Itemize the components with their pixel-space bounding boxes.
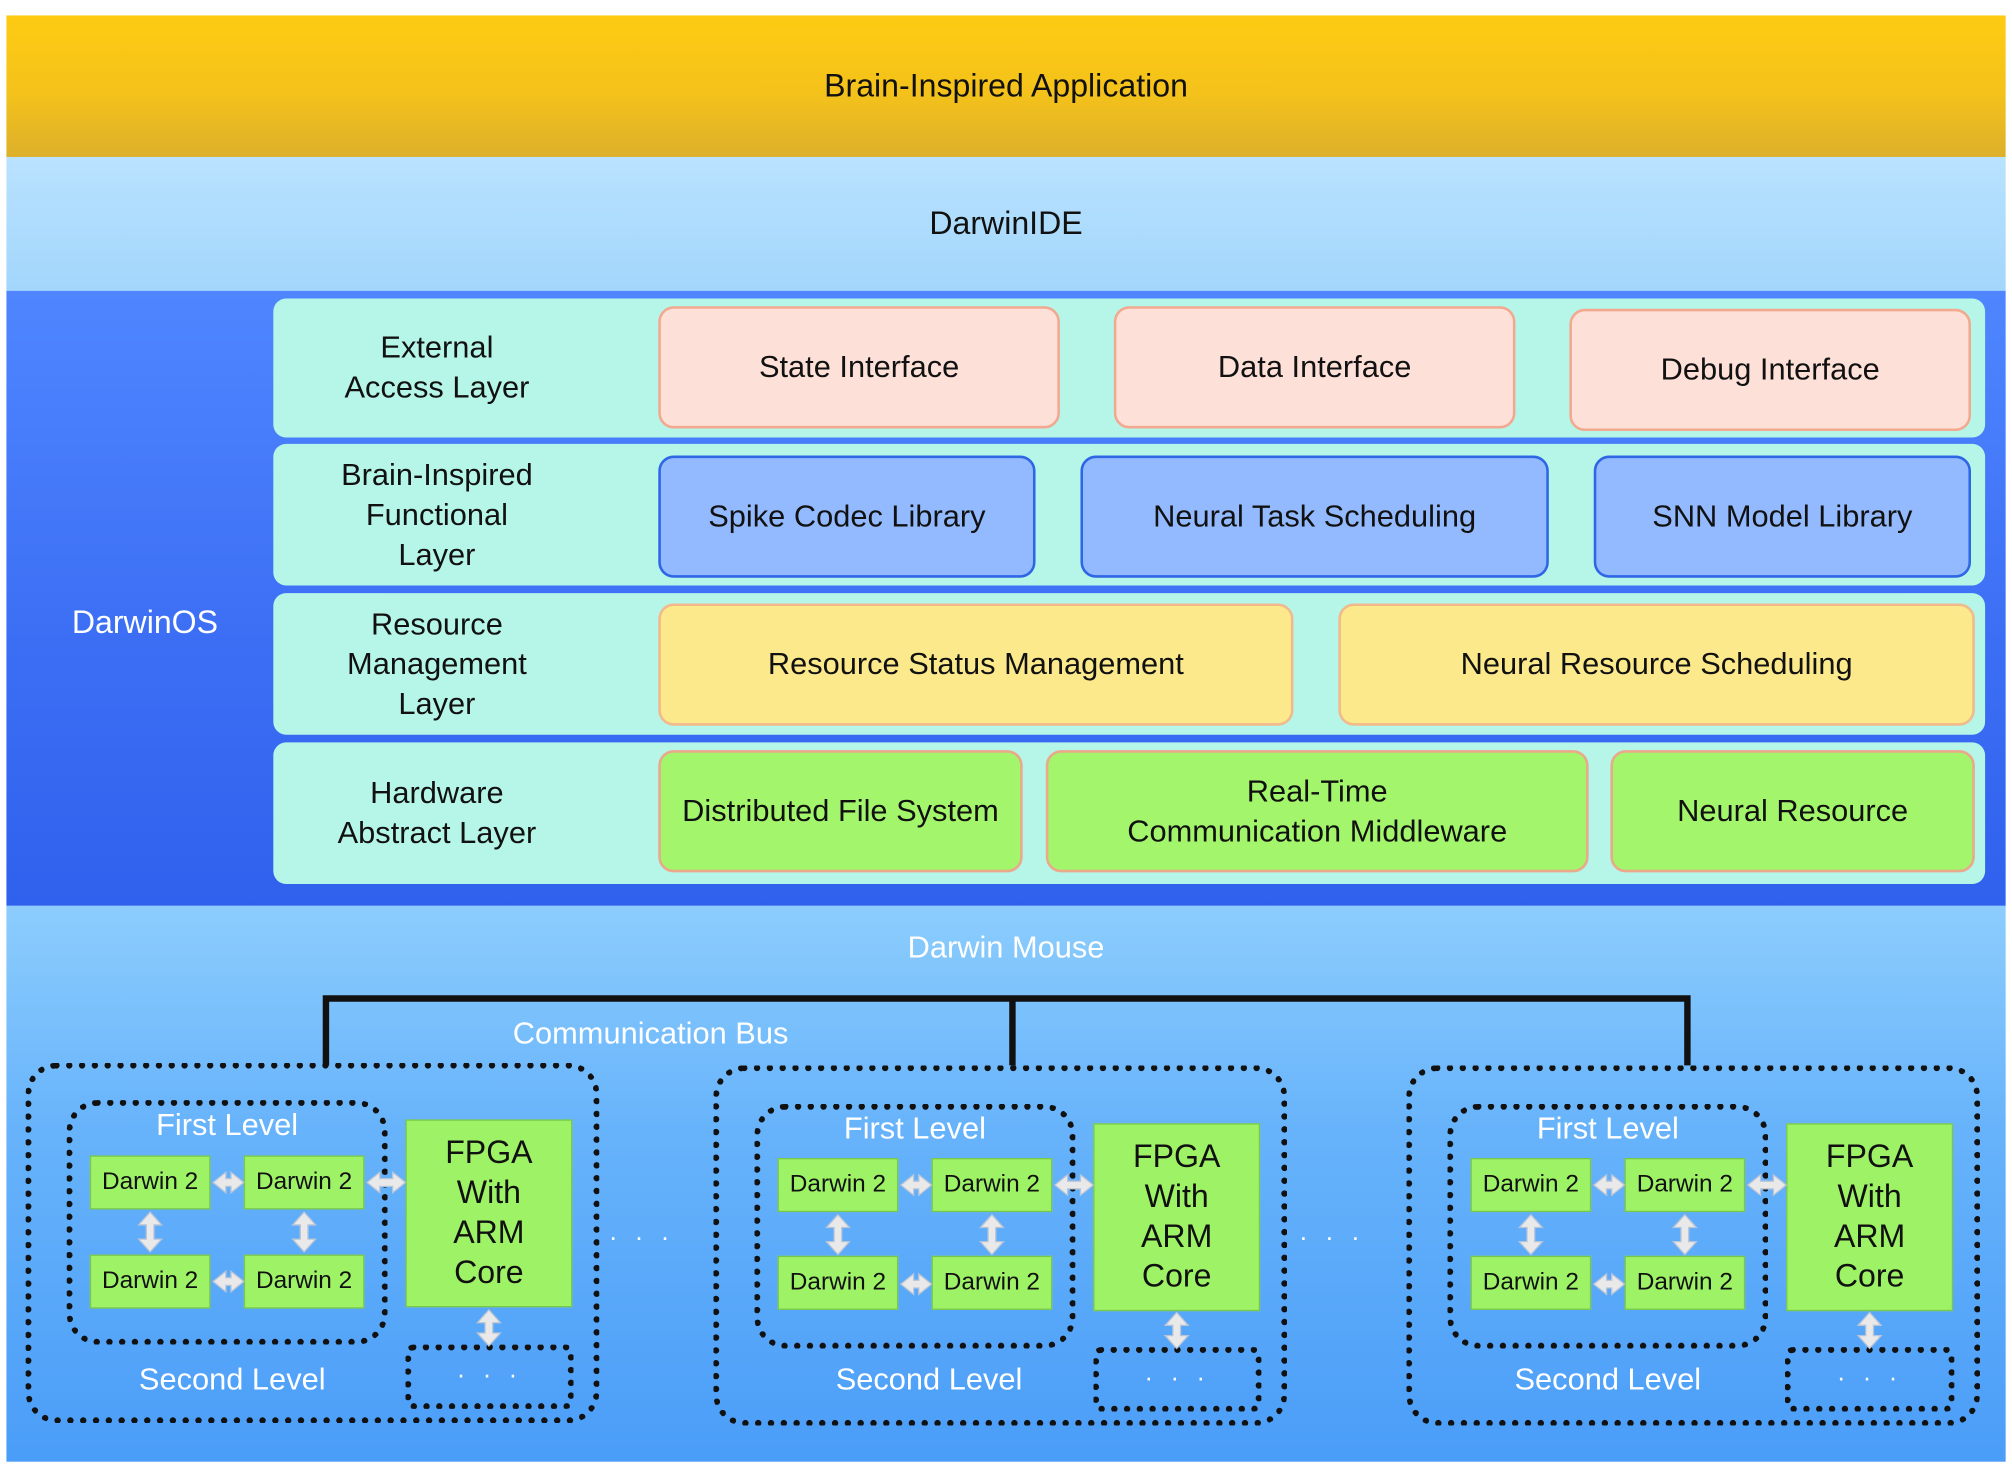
darwin2-chip: Darwin 2 — [777, 1255, 899, 1310]
first-level-group-1 — [66, 1100, 388, 1345]
neural-task-scheduling-box: Neural Task Scheduling — [1080, 455, 1549, 578]
more-nodes-ellipsis: · · · — [1144, 1363, 1211, 1392]
ide-layer: DarwinIDE — [6, 156, 2006, 291]
layer-name: Brain-Inspired Functional Layer — [341, 457, 533, 572]
bidirectional-arrow-icon — [978, 1213, 1005, 1256]
first-level-group-3 — [1447, 1103, 1769, 1349]
bidirectional-arrow-icon — [1671, 1213, 1698, 1256]
more-nodes-box — [1784, 1347, 1955, 1412]
bidirectional-arrow-icon — [1856, 1311, 1883, 1350]
more-nodes-box — [1093, 1347, 1262, 1412]
first-level-label: First Level — [1536, 1111, 1679, 1147]
darwin2-chip: Darwin 2 — [1624, 1255, 1746, 1310]
real-time-communication-middleware-box: Real-Time Communication Middleware — [1045, 750, 1589, 873]
bidirectional-arrow-icon — [1163, 1311, 1190, 1350]
fpga-arm-core: FPGA With ARM Core — [1093, 1123, 1261, 1312]
layer-name: External Access Layer — [344, 330, 530, 406]
bidirectional-arrow-icon — [1517, 1213, 1544, 1256]
bidirectional-arrow-icon — [824, 1213, 851, 1256]
darwin2-chip: Darwin 2 — [243, 1254, 365, 1309]
darwin2-chip: Darwin 2 — [1624, 1158, 1746, 1213]
second-level-label: Second Level — [835, 1362, 1023, 1398]
first-level-label: First Level — [156, 1107, 299, 1143]
darwin2-chip: Darwin 2 — [1470, 1158, 1592, 1213]
darwin2-chip: Darwin 2 — [931, 1255, 1053, 1310]
ide-label: DarwinIDE — [929, 205, 1083, 242]
bidirectional-arrow-icon — [211, 1170, 245, 1195]
layer-name: Resource Management Layer — [347, 606, 527, 722]
darwin2-chip: Darwin 2 — [89, 1155, 211, 1210]
darwin2-chip: Darwin 2 — [89, 1254, 211, 1309]
bidirectional-arrow-icon — [475, 1308, 502, 1347]
more-nodes-box — [405, 1344, 574, 1409]
second-level-node-3 — [1406, 1065, 1980, 1426]
bidirectional-arrow-icon — [365, 1170, 407, 1195]
spike-codec-library-box: Spike Codec Library — [658, 455, 1036, 578]
communication-bus-label: Communication Bus — [512, 1016, 789, 1052]
first-level-label: First Level — [843, 1111, 986, 1147]
more-nodes-ellipsis: · · · — [456, 1360, 523, 1389]
darwin2-chip: Darwin 2 — [1470, 1255, 1592, 1310]
state-interface-box: State Interface — [658, 306, 1060, 429]
bidirectional-arrow-icon — [291, 1211, 318, 1253]
bidirectional-arrow-icon — [1592, 1272, 1626, 1296]
os-label: DarwinOS — [71, 604, 219, 641]
darwin2-chip: Darwin 2 — [931, 1158, 1053, 1213]
snn-model-library-box: SNN Model Library — [1593, 455, 1971, 578]
bidirectional-arrow-icon — [899, 1173, 933, 1197]
darwin2-chip: Darwin 2 — [777, 1158, 899, 1213]
bidirectional-arrow-icon — [1746, 1173, 1788, 1197]
application-label: Brain-Inspired Application — [824, 67, 1188, 104]
bidirectional-arrow-icon — [1592, 1173, 1626, 1197]
bidirectional-arrow-icon — [1053, 1173, 1095, 1197]
distributed-file-system-box: Distributed File System — [658, 750, 1023, 873]
layer-name: Hardware Abstract Layer — [337, 775, 537, 851]
second-level-node-2 — [713, 1065, 1288, 1426]
bidirectional-arrow-icon — [899, 1272, 933, 1296]
bidirectional-arrow-icon — [211, 1269, 245, 1294]
neural-resource-scheduling-box: Neural Resource Scheduling — [1338, 603, 1975, 726]
data-interface-box: Data Interface — [1113, 306, 1516, 429]
neural-resource-box: Neural Resource — [1610, 750, 1975, 873]
fpga-arm-core: FPGA With ARM Core — [1786, 1123, 1954, 1312]
node-ellipsis: · · · — [1299, 1223, 1365, 1252]
mouse-label: Darwin Mouse — [907, 930, 1105, 966]
debug-interface-box: Debug Interface — [1569, 308, 1971, 432]
bidirectional-arrow-icon — [137, 1211, 164, 1253]
application-layer: Brain-Inspired Application — [6, 15, 2006, 157]
second-level-label: Second Level — [1514, 1362, 1702, 1398]
second-level-node-1 — [25, 1062, 600, 1424]
resource-status-management-box: Resource Status Management — [658, 603, 1294, 726]
more-nodes-ellipsis: · · · — [1836, 1363, 1903, 1392]
second-level-label: Second Level — [138, 1362, 326, 1398]
first-level-group-2 — [754, 1103, 1076, 1349]
node-ellipsis: · · · — [608, 1223, 675, 1252]
darwin2-chip: Darwin 2 — [243, 1155, 365, 1210]
fpga-arm-core: FPGA With ARM Core — [405, 1119, 573, 1308]
